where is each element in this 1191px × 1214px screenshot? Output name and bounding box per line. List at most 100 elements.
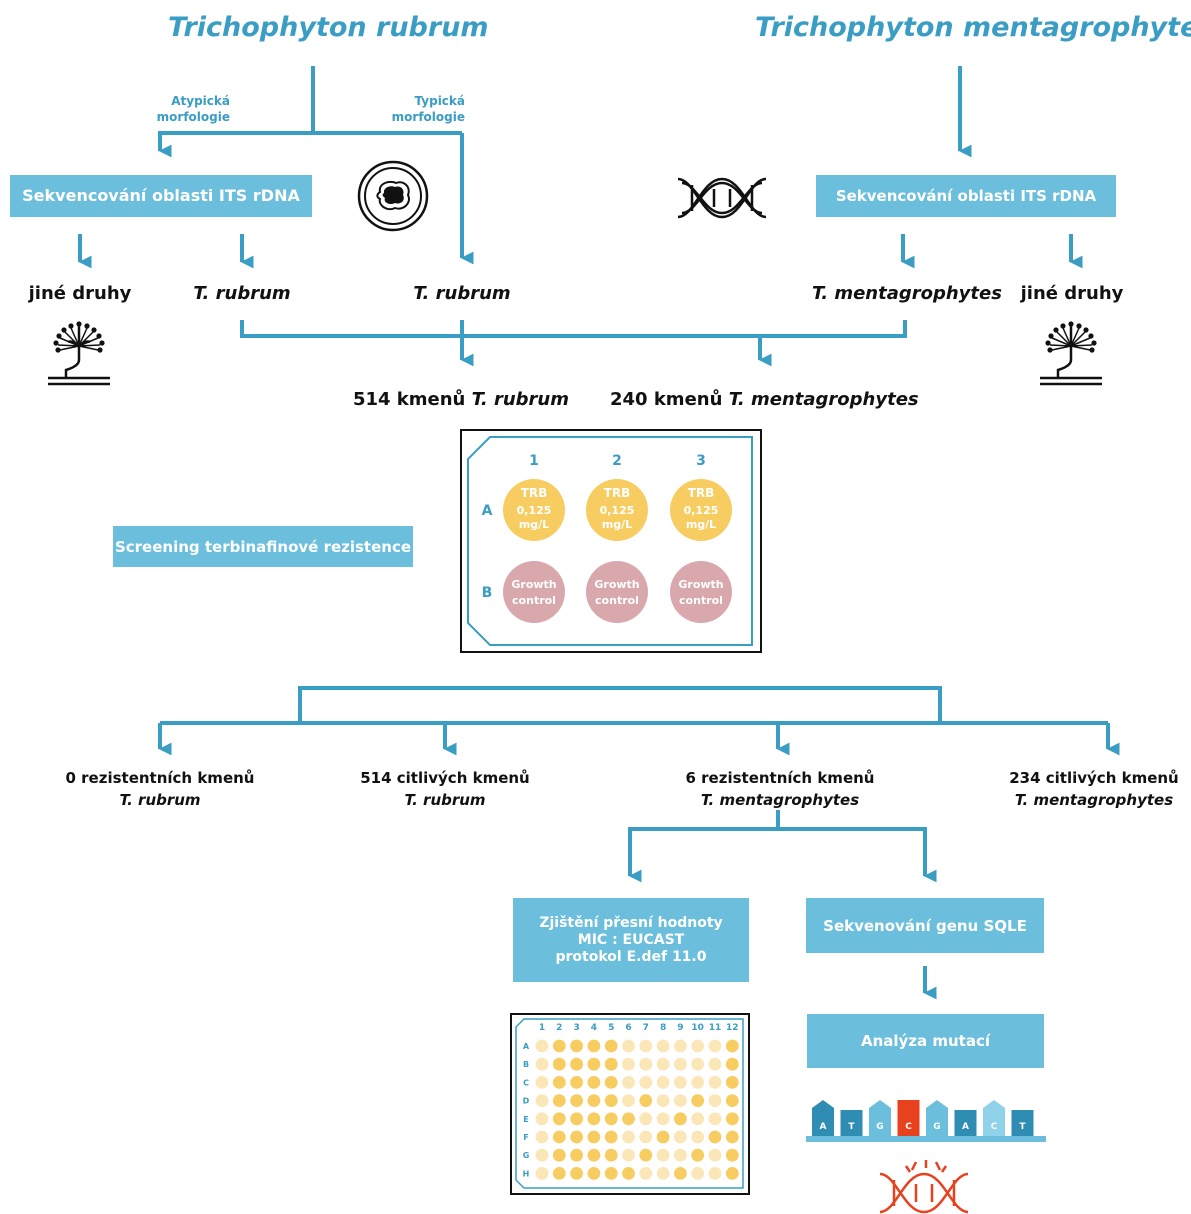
mic-well — [604, 1130, 618, 1144]
mic-well — [639, 1167, 653, 1180]
mic-col-label: 12 — [726, 1023, 739, 1033]
mic-well — [691, 1112, 705, 1126]
nucleotide-block — [983, 1100, 1005, 1136]
mic-well — [708, 1112, 722, 1126]
well-text: Growth — [511, 578, 556, 591]
mic-well — [604, 1057, 618, 1071]
nucleotide-label: A — [962, 1122, 969, 1132]
mic-row-label: H — [523, 1169, 530, 1178]
well-text: mg/L — [519, 518, 549, 531]
mic-well — [674, 1167, 687, 1180]
mic-col-label: 5 — [608, 1023, 614, 1033]
nucleotide-block — [869, 1100, 891, 1136]
mic-well — [725, 1076, 739, 1089]
nucleotide-label: A — [820, 1122, 827, 1132]
t-rubrum-typical: T. rubrum — [413, 283, 511, 304]
nucleotide-label: C — [905, 1122, 912, 1132]
mic-well — [639, 1112, 653, 1126]
mic-well — [570, 1130, 583, 1144]
mic-row-label: B — [523, 1060, 529, 1069]
mic-well — [725, 1057, 739, 1071]
mic-well — [639, 1039, 653, 1053]
mic-well — [622, 1148, 635, 1162]
mic-well — [570, 1148, 583, 1162]
mic-well — [552, 1130, 566, 1144]
mic-well — [725, 1130, 739, 1144]
well-text: mg/L — [686, 518, 716, 531]
dna-icon — [677, 177, 767, 219]
mic-row-label: E — [523, 1115, 528, 1124]
mic-well — [570, 1057, 583, 1071]
mic-well — [570, 1039, 583, 1053]
well-text: TRB — [604, 486, 631, 500]
mic-well — [708, 1130, 722, 1144]
mic-well — [656, 1130, 670, 1144]
mutation-analysis-box: Analýza mutací — [807, 1014, 1044, 1068]
sqle-sequencing-box: Sekvenování genu SQLE — [806, 898, 1044, 953]
mic-well — [622, 1167, 635, 1180]
mic-well — [552, 1112, 566, 1126]
species-title-right: Trichophyton mentagrophytes — [755, 12, 1191, 43]
mic-well — [639, 1057, 653, 1071]
strain-count-rubrum: 514 kmenů T. rubrum — [352, 389, 570, 410]
well-text: 0,125 — [684, 504, 719, 517]
plate-col-label: 2 — [612, 453, 622, 469]
mic-well — [674, 1057, 687, 1071]
mic-well — [622, 1076, 635, 1089]
mic-well — [691, 1167, 705, 1180]
mic-well — [674, 1094, 687, 1107]
screening-box: Screening terbinafinové rezistence — [113, 526, 413, 567]
well-text: Growth — [678, 578, 723, 591]
mic-well — [535, 1076, 549, 1089]
well-text: TRB — [521, 486, 548, 500]
other-species-right: jiné druhy — [1020, 283, 1124, 304]
mic-row-label: D — [523, 1097, 530, 1106]
mic-well — [725, 1148, 739, 1162]
plate-col-label: 1 — [529, 453, 539, 469]
plate-col-label: 3 — [696, 453, 706, 469]
plate-row-label: A — [482, 503, 493, 519]
mic-row-label: G — [523, 1151, 530, 1160]
well-text: TRB — [688, 486, 715, 500]
mic-well — [708, 1076, 722, 1089]
mic-col-label: 8 — [660, 1023, 666, 1033]
mic-well — [622, 1112, 635, 1126]
nucleotide-block — [926, 1100, 948, 1136]
mic-well — [639, 1076, 653, 1089]
nucleotide-block — [954, 1110, 977, 1136]
mic-well — [708, 1057, 722, 1071]
mic-well — [674, 1076, 687, 1089]
nucleotide-block — [812, 1100, 834, 1136]
mic-well — [552, 1076, 566, 1089]
mic-well — [570, 1112, 583, 1126]
species-title-left: Trichophyton rubrum — [168, 12, 489, 43]
mic-well — [691, 1057, 705, 1071]
mic-well — [604, 1094, 618, 1107]
mic-well — [587, 1167, 601, 1180]
nucleotide-block — [1011, 1110, 1034, 1136]
nucleotide-label: T — [1019, 1122, 1026, 1132]
mic-well — [587, 1130, 601, 1144]
mic-well — [691, 1076, 705, 1089]
mic-well — [587, 1112, 601, 1126]
conidiophore-icon — [48, 321, 110, 386]
mic-well — [604, 1112, 618, 1126]
colony-icon — [357, 160, 429, 232]
mic-well — [587, 1039, 601, 1053]
dna-mutation-icon — [879, 1160, 969, 1214]
mic-well — [604, 1167, 618, 1180]
mic-well — [587, 1148, 601, 1162]
mic-well — [708, 1039, 722, 1053]
mic-well — [604, 1148, 618, 1162]
mic-well — [570, 1094, 583, 1107]
nucleotide-label: C — [991, 1122, 998, 1132]
nucleotide-label: G — [876, 1122, 883, 1132]
mic-col-label: 10 — [691, 1023, 704, 1033]
nucleotide-label: G — [933, 1122, 940, 1132]
mic-well — [552, 1094, 566, 1107]
